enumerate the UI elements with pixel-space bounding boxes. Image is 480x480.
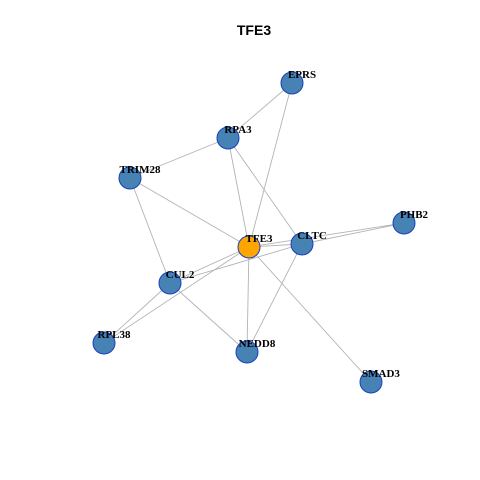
node-label-tfe3: TFE3	[246, 233, 273, 245]
edge-layer	[103, 82, 405, 383]
edge-tfe3-cul2	[169, 246, 250, 284]
node-label-cltc: CLTC	[297, 230, 327, 242]
node-eprs	[280, 71, 304, 95]
node-label-smad3: SMAD3	[362, 368, 400, 380]
edge-eprs-tfe3	[248, 82, 293, 248]
edge-cltc-cul2	[169, 243, 303, 284]
node-label-eprs: EPRS	[288, 69, 316, 81]
node-label-rpl38: RPL38	[98, 329, 132, 341]
node-label-nedd8: NEDD8	[239, 338, 276, 350]
edge-cltc-nedd8	[246, 243, 303, 353]
node-trim28	[118, 166, 142, 190]
edge-eprs-rpa3	[227, 82, 293, 139]
node-cltc	[290, 232, 314, 256]
edge-rpa3-trim28	[129, 137, 229, 179]
node-label-phb2: PHB2	[400, 209, 429, 221]
node-layer	[92, 71, 416, 394]
node-cul2	[158, 271, 182, 295]
node-phb2	[392, 211, 416, 235]
node-rpl38	[92, 331, 116, 355]
node-rpa3	[216, 126, 240, 150]
edge-tfe3-phb2	[248, 222, 405, 248]
edge-cltc-phb2	[301, 222, 405, 245]
node-label-cul2: CUL2	[166, 269, 195, 281]
edge-cul2-rpl38	[103, 282, 171, 344]
node-label-rpa3: RPA3	[224, 124, 252, 136]
node-label-trim28: TRIM28	[120, 164, 161, 176]
node-smad3	[359, 370, 383, 394]
edge-rpa3-tfe3	[227, 137, 250, 248]
node-nedd8	[235, 340, 259, 364]
edge-tfe3-nedd8	[246, 246, 250, 353]
edge-cul2-nedd8	[169, 282, 248, 353]
edge-trim28-cul2	[129, 177, 171, 284]
edge-trim28-tfe3	[129, 177, 250, 248]
edge-tfe3-rpl38	[103, 246, 250, 344]
edge-tfe3-smad3	[248, 246, 372, 383]
graph-title: TFE3	[237, 22, 271, 38]
edge-rpa3-cltc	[227, 137, 303, 245]
node-tfe3	[237, 235, 261, 259]
